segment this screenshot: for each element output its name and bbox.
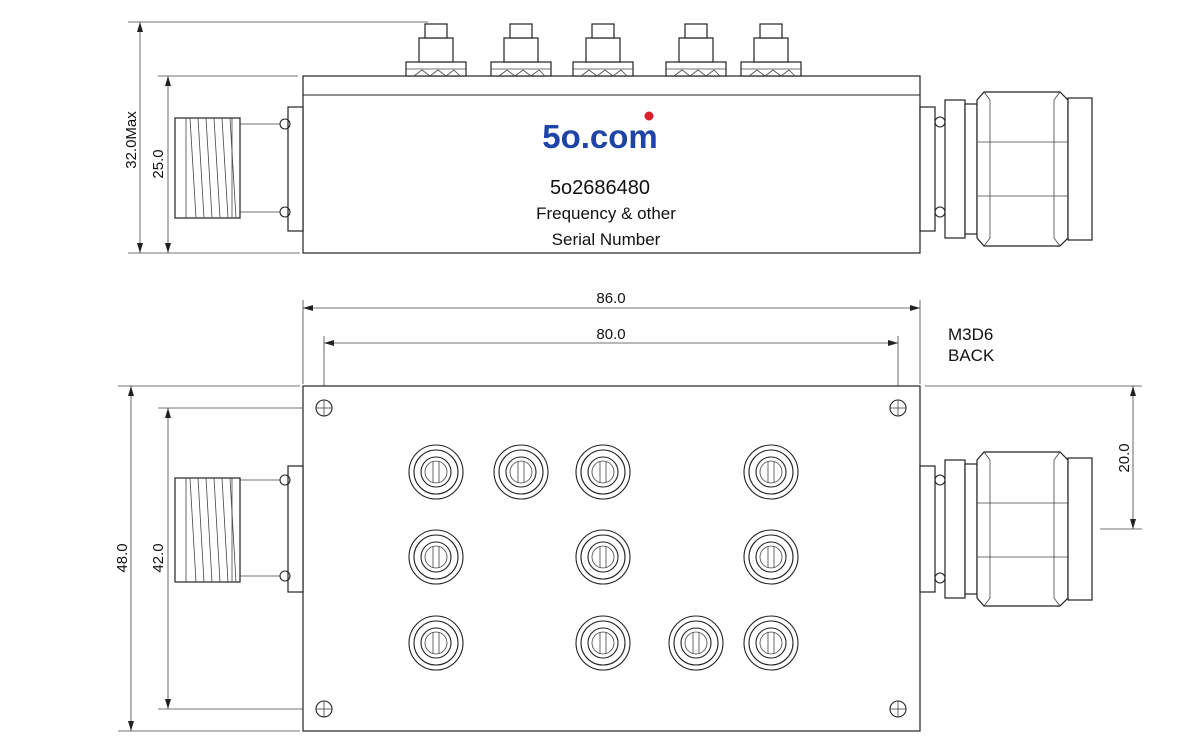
dim-depth-holes: 42.0 [150,543,167,572]
side-body [302,75,921,254]
part-number: 5o2686480 [550,177,650,199]
mounting-holes [315,399,907,718]
top-body [302,385,921,732]
dim-width-overall: 86.0 [596,290,625,307]
tuning-screws-top [405,23,802,77]
side-connector-left [174,106,304,232]
dim-depth-overall: 48.0 [114,543,131,572]
tuning-screws-grid [408,444,799,671]
dim-connector-offset: 20.0 [1116,443,1133,472]
side-connector-right [919,91,1093,247]
logo-dot-icon [644,111,654,121]
top-connector-right [919,451,1093,607]
top-connector-left [174,465,304,593]
serial-line: Serial Number [552,230,661,249]
brand-logo: 5o.com [542,118,658,155]
top-view: 86.0 80.0 M3D6 BACK 48.0 42.0 20.0 [114,290,1142,732]
dim-height-max: 32.0Max [123,111,140,169]
dim-width-holes: 80.0 [596,326,625,343]
product-label: 5o.com 5o2686480 Frequency & other Seria… [536,111,676,249]
frequency-line: Frequency & other [536,204,676,223]
note-mount: M3D6 [948,325,993,344]
side-view: 32.0Max 25.0 [123,21,1093,254]
note-side: BACK [948,346,995,365]
dim-height-body: 25.0 [150,149,167,178]
